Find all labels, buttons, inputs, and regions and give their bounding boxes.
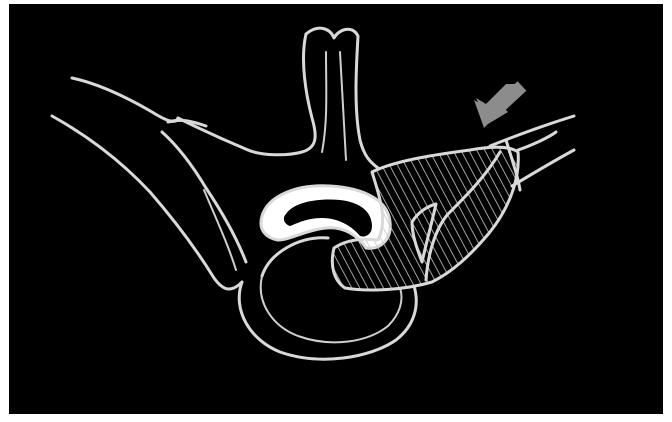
diagram-panel bbox=[9, 4, 663, 414]
spinous-process bbox=[178, 28, 378, 168]
arrow-indicator-icon bbox=[474, 84, 522, 128]
vertebra-diagram bbox=[9, 4, 663, 414]
left-transverse-process bbox=[52, 78, 246, 289]
